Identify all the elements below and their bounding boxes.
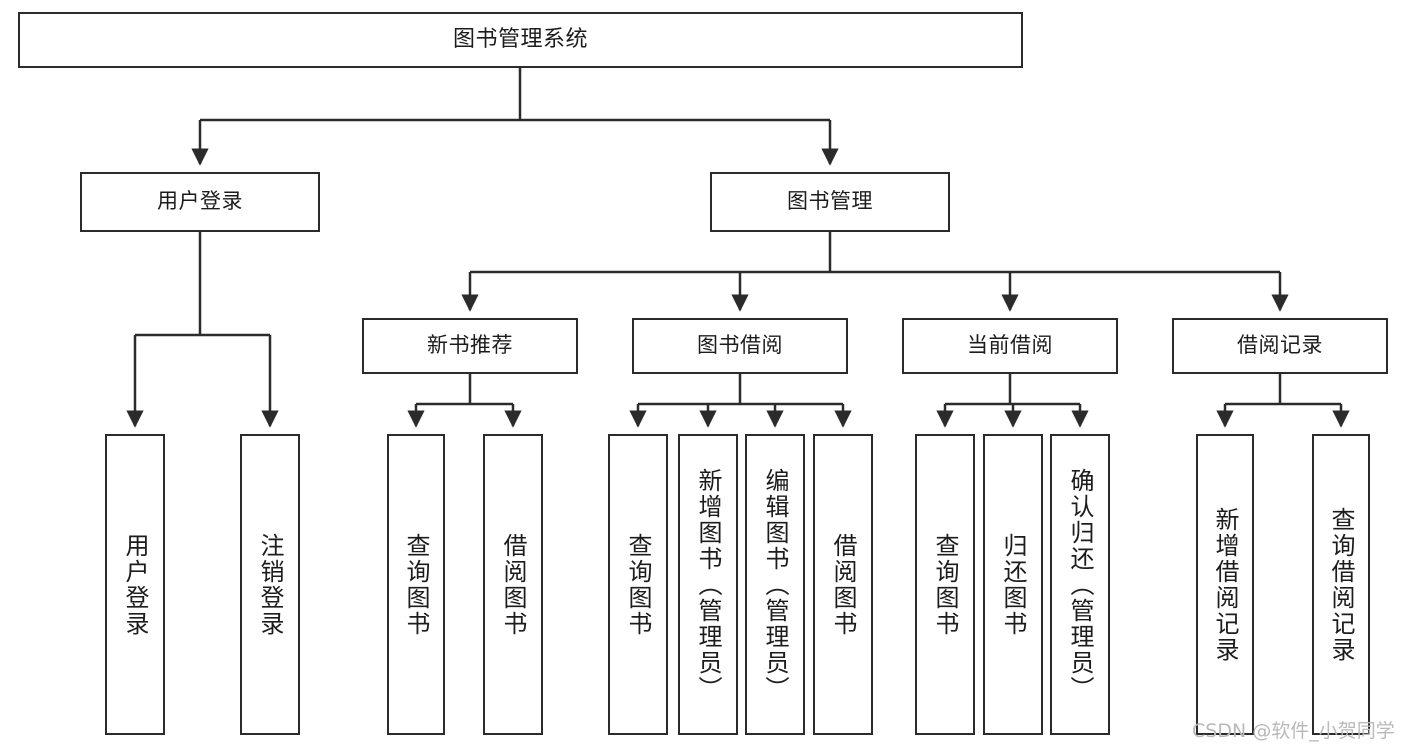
node-label: 新书推荐 xyxy=(427,333,513,358)
node-leaf-add-book-admin[interactable]: 新增图书（管理员） xyxy=(678,434,738,735)
node-label: 确认归还（管理员） xyxy=(1066,467,1094,702)
node-label: 图书管理 xyxy=(787,189,873,214)
node-label: 查询图书 xyxy=(402,532,430,637)
node-label: 新增借阅记录 xyxy=(1211,506,1239,663)
node-leaf-return-book[interactable]: 归还图书 xyxy=(983,434,1043,735)
node-leaf-query-book-borrow[interactable]: 查询图书 xyxy=(608,434,668,735)
csdn-watermark: CSDN @软件_小贺同学 xyxy=(1192,720,1395,742)
node-label: 借阅图书 xyxy=(829,532,857,637)
node-label: 新增图书（管理员） xyxy=(694,467,722,702)
node-book-borrow[interactable]: 图书借阅 xyxy=(632,318,848,374)
node-label: 图书借阅 xyxy=(697,333,783,358)
node-label: 用户登录 xyxy=(157,189,243,214)
node-leaf-query-book-current[interactable]: 查询图书 xyxy=(915,434,975,735)
node-label: 借阅记录 xyxy=(1237,333,1323,358)
node-label: 查询图书 xyxy=(931,532,959,637)
node-label: 编辑图书（管理员） xyxy=(761,467,789,702)
node-book-manage[interactable]: 图书管理 xyxy=(710,172,950,232)
node-leaf-confirm-return-admin[interactable]: 确认归还（管理员） xyxy=(1050,434,1110,735)
node-leaf-edit-book-admin[interactable]: 编辑图书（管理员） xyxy=(745,434,805,735)
node-label: 查询借阅记录 xyxy=(1327,506,1355,663)
node-label: 图书管理系统 xyxy=(452,26,588,52)
node-root-system[interactable]: 图书管理系统 xyxy=(18,12,1023,68)
node-label: 用户登录 xyxy=(121,532,149,637)
node-leaf-query-borrow-record[interactable]: 查询借阅记录 xyxy=(1312,434,1370,735)
node-user-login[interactable]: 用户登录 xyxy=(80,172,320,232)
node-current-borrow[interactable]: 当前借阅 xyxy=(902,318,1118,374)
node-leaf-user-login[interactable]: 用户登录 xyxy=(105,434,165,735)
node-label: 当前借阅 xyxy=(967,333,1053,358)
node-borrow-record[interactable]: 借阅记录 xyxy=(1172,318,1388,374)
node-leaf-add-borrow-record[interactable]: 新增借阅记录 xyxy=(1196,434,1254,735)
node-label: 归还图书 xyxy=(999,532,1027,637)
node-label: 查询图书 xyxy=(624,532,652,637)
node-label: 注销登录 xyxy=(256,532,284,637)
node-leaf-query-book-recommend[interactable]: 查询图书 xyxy=(387,434,445,735)
node-label: 借阅图书 xyxy=(499,532,527,637)
node-new-book-recommend[interactable]: 新书推荐 xyxy=(362,318,578,374)
node-leaf-user-logout[interactable]: 注销登录 xyxy=(240,434,300,735)
node-leaf-borrow-book[interactable]: 借阅图书 xyxy=(813,434,873,735)
node-leaf-borrow-book-recommend[interactable]: 借阅图书 xyxy=(483,434,543,735)
